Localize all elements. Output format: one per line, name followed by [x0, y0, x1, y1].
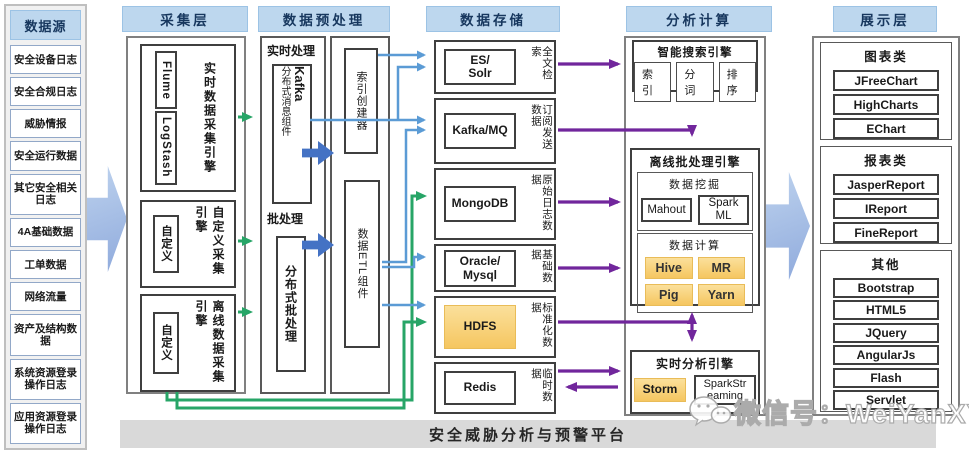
datasource-item: 其它安全相关日志 [10, 173, 81, 215]
display-item: Flash [833, 367, 939, 388]
report-group: 报表类 JasperReport IReport FineReport [820, 146, 952, 244]
preprocess-left-panel: 实时处理 分布式消息组件 Kafka 批处理 分布式批处理 [260, 36, 326, 394]
storage-label: 全文检索 [529, 46, 553, 81]
batch-section-label: 批处理 [267, 212, 304, 226]
big-arrow-right-icon [766, 172, 810, 280]
custom-collect-engine: 自定义 自定义采集引擎 [140, 200, 236, 288]
realtime-tool: Storm [634, 378, 686, 402]
chart-group: 图表类 JFreeChart HighCharts EChart [820, 42, 952, 140]
datasource-item: 工单数据 [10, 250, 81, 280]
engine-title: 智能搜索引擎 [657, 47, 733, 59]
storage-label: 原始日志数据 [529, 174, 553, 232]
engine-label: 离线数据采集引擎 [194, 300, 225, 384]
storage-row-hdfs: HDFS 标准化数据 [434, 296, 556, 358]
datasource-header: 数据源 [10, 10, 81, 40]
group-label: 报表类 [864, 154, 908, 168]
storage-row-kafka-mq: Kafka/MQ 订阅发送数据 [434, 98, 556, 164]
preprocess-header: 数据预处理 [258, 6, 390, 32]
engine-title: 实时分析引擎 [655, 357, 734, 371]
mining-tool: Spark ML [698, 195, 749, 225]
storage-name: Redis [444, 371, 516, 405]
storage-name: HDFS [444, 305, 516, 349]
compute-tool: Hive [645, 257, 693, 279]
tool-custom: 自定义 [153, 215, 179, 273]
platform-title-bar: 安全威胁分析与预警平台 [120, 420, 936, 448]
data-compute-label: 数据计算 [669, 240, 721, 252]
realtime-section-label: 实时处理 [267, 44, 316, 58]
engine-label: 自定义采集引擎 [194, 206, 225, 276]
datasource-item: 安全合规日志 [10, 77, 81, 107]
storage-name: ES/ Solr [444, 49, 516, 85]
display-item: HTML5 [833, 300, 939, 320]
search-item: 索引 [634, 62, 672, 102]
realtime-collect-engine: Flume LogStash 实时数据采集引擎 [140, 44, 236, 192]
distributed-batch-processor: 分布式批处理 [276, 236, 306, 372]
big-arrow-right-icon [87, 166, 127, 272]
realtime-tool: SparkStr eaming [694, 375, 756, 405]
datasource-item: 4A基础数据 [10, 217, 81, 247]
datasource-item: 网络流量 [10, 282, 81, 312]
engine-label: 实时数据采集引擎 [202, 62, 217, 174]
storage-label: 订阅发送数据 [529, 104, 553, 150]
storage-label: 临时数据 [529, 368, 553, 403]
display-item: HighCharts [833, 94, 939, 115]
display-item: Bootstrap [833, 277, 939, 298]
other-group: 其他 Bootstrap HTML5 JQuery AngularJs Flas… [820, 250, 952, 412]
tool-custom: 自定义 [153, 312, 179, 374]
data-compute-box: 数据计算 Hive MR Pig Yarn [637, 233, 753, 313]
datasource-item: 安全设备日志 [10, 45, 81, 75]
storage-name: MongoDB [444, 186, 516, 222]
tool-flume: Flume [155, 51, 177, 110]
kafka-component-label: 分布式消息组件 [279, 66, 290, 136]
preprocess-right-panel: 索引创建器 数据ETL组件 [330, 36, 390, 394]
compute-tool: MR [697, 257, 745, 279]
kafka-message-component: 分布式消息组件 Kafka [272, 64, 312, 204]
compute-tool: Yarn [697, 284, 745, 306]
datasource-item: 系统资源登录操作日志 [10, 358, 81, 400]
datasource-item: 威胁情报 [10, 109, 81, 139]
display-item: JasperReport [833, 174, 939, 195]
etl-component-box: 数据ETL组件 [344, 180, 380, 348]
display-item: Servlet [833, 390, 939, 410]
display-item: JFreeChart [833, 70, 939, 91]
tool-logstash: LogStash [155, 110, 177, 185]
data-mining-label: 数据挖掘 [669, 179, 721, 191]
kafka-name: Kafka [292, 66, 307, 102]
realtime-analysis-engine: 实时分析引擎 Storm SparkStr eaming [630, 350, 760, 414]
storage-row-es-solr: ES/ Solr 全文检索 [434, 40, 556, 94]
datasource-item: 安全运行数据 [10, 141, 81, 171]
index-creator-box: 索引创建器 [344, 48, 378, 154]
storage-name: Oracle/ Mysql [444, 250, 516, 287]
group-label: 图表类 [864, 50, 908, 64]
data-mining-box: 数据挖掘 Mahout Spark ML [637, 172, 753, 231]
display-header: 展示层 [833, 6, 937, 32]
datasource-item: 资产及结构数据 [10, 314, 81, 356]
storage-row-redis: Redis 临时数据 [434, 362, 556, 414]
compute-tool: Pig [645, 284, 693, 306]
collection-header: 采集层 [122, 6, 248, 32]
search-item: 分词 [676, 62, 714, 102]
offline-collect-engine: 自定义 离线数据采集引擎 [140, 294, 236, 392]
datasource-item: 应用资源登录操作日志 [10, 402, 81, 444]
display-item: EChart [833, 118, 939, 139]
datasource-column: 数据源 安全设备日志 安全合规日志 威胁情报 安全运行数据 其它安全相关日志 4… [4, 4, 87, 450]
storage-label: 标准化数据 [529, 302, 553, 348]
storage-name: Kafka/MQ [444, 113, 516, 149]
search-item: 排序 [718, 62, 756, 102]
display-item: JQuery [833, 322, 939, 343]
display-item: AngularJs [833, 345, 939, 365]
analysis-header: 分析计算 [626, 6, 772, 32]
arrow-kafka-to-es [396, 62, 426, 120]
smart-search-engine: 智能搜索引擎 索引 分词 排序 [632, 40, 758, 102]
storage-row-mongodb: MongoDB 原始日志数据 [434, 168, 556, 240]
offline-batch-engine: 离线批处理引擎 数据挖掘 Mahout Spark ML 数据计算 Hive M… [630, 148, 760, 313]
storage-row-oracle-mysql: Oracle/ Mysql 基础数据 [434, 244, 556, 292]
storage-header: 数据存储 [426, 6, 560, 32]
display-item: FineReport [833, 222, 939, 243]
mining-tool: Mahout [641, 198, 692, 222]
engine-title: 离线批处理引擎 [649, 155, 741, 169]
storage-label: 基础数据 [529, 249, 553, 284]
group-label: 其他 [871, 258, 901, 272]
display-item: IReport [833, 198, 939, 219]
